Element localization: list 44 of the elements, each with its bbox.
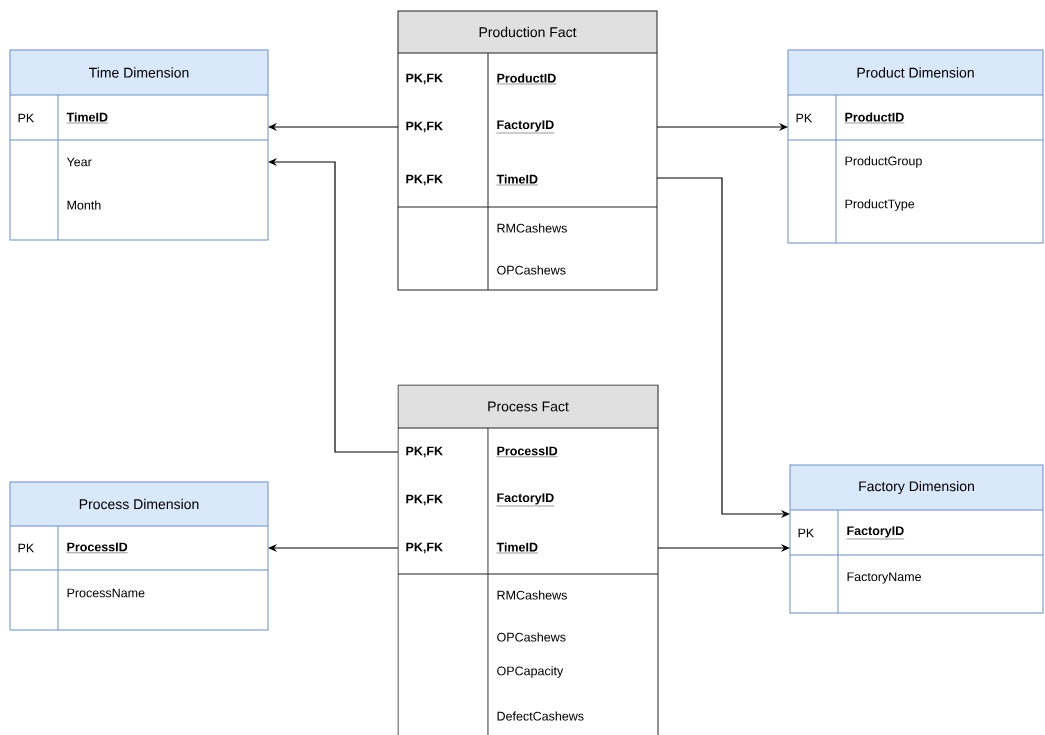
key-label: PK (798, 528, 815, 538)
field-name: OPCapacity (497, 666, 564, 678)
field-name: FactoryID (846, 526, 905, 540)
field-name: FactoryID (496, 493, 555, 507)
entity-table (787, 49, 1044, 244)
field-name: ProductType (845, 199, 915, 211)
table-title: Process Dimension (79, 498, 199, 510)
entity-table (397, 10, 658, 291)
table-title: Process Fact (488, 401, 569, 412)
field-name: ProcessName (67, 588, 145, 598)
entity-table (789, 464, 1044, 614)
key-label: PK,FK (406, 121, 443, 133)
field-name: TimeID (66, 112, 109, 124)
table-title: Time Dimension (89, 67, 189, 78)
field-name: FactoryID (496, 120, 555, 134)
entity-table (9, 481, 269, 631)
field-name: ProcessID (496, 446, 558, 457)
entity-table (9, 49, 269, 241)
field-name: TimeID (496, 174, 539, 186)
key-label: PK (796, 113, 813, 123)
key-label: PK,FK (406, 73, 443, 85)
table-title: Product Dimension (857, 67, 974, 78)
field-name: RMCashews (497, 223, 567, 233)
field-name: FactoryName (847, 572, 921, 584)
field-name: ProductGroup (845, 156, 922, 168)
field-name: OPCashews (497, 265, 566, 275)
key-label: PK,FK (406, 174, 443, 186)
field-name: OPCashews (497, 632, 566, 642)
key-label: PK,FK (406, 542, 443, 554)
field-name: ProductID (844, 112, 905, 124)
key-label: PK (18, 113, 35, 123)
field-name: RMCashews (497, 590, 567, 600)
key-label: PK,FK (406, 446, 443, 458)
field-name: Month (67, 200, 101, 210)
key-label: PK,FK (406, 494, 443, 506)
field-name: Year (66, 157, 92, 167)
field-name: ProductID (496, 73, 557, 85)
table-title: Factory Dimension (859, 480, 974, 494)
entity-table (397, 384, 659, 735)
table-title: Production Fact (479, 26, 577, 38)
key-label: PK (18, 543, 35, 553)
field-name: TimeID (496, 542, 539, 554)
field-name: DefectCashews (497, 711, 584, 721)
field-name: ProcessID (66, 542, 128, 553)
